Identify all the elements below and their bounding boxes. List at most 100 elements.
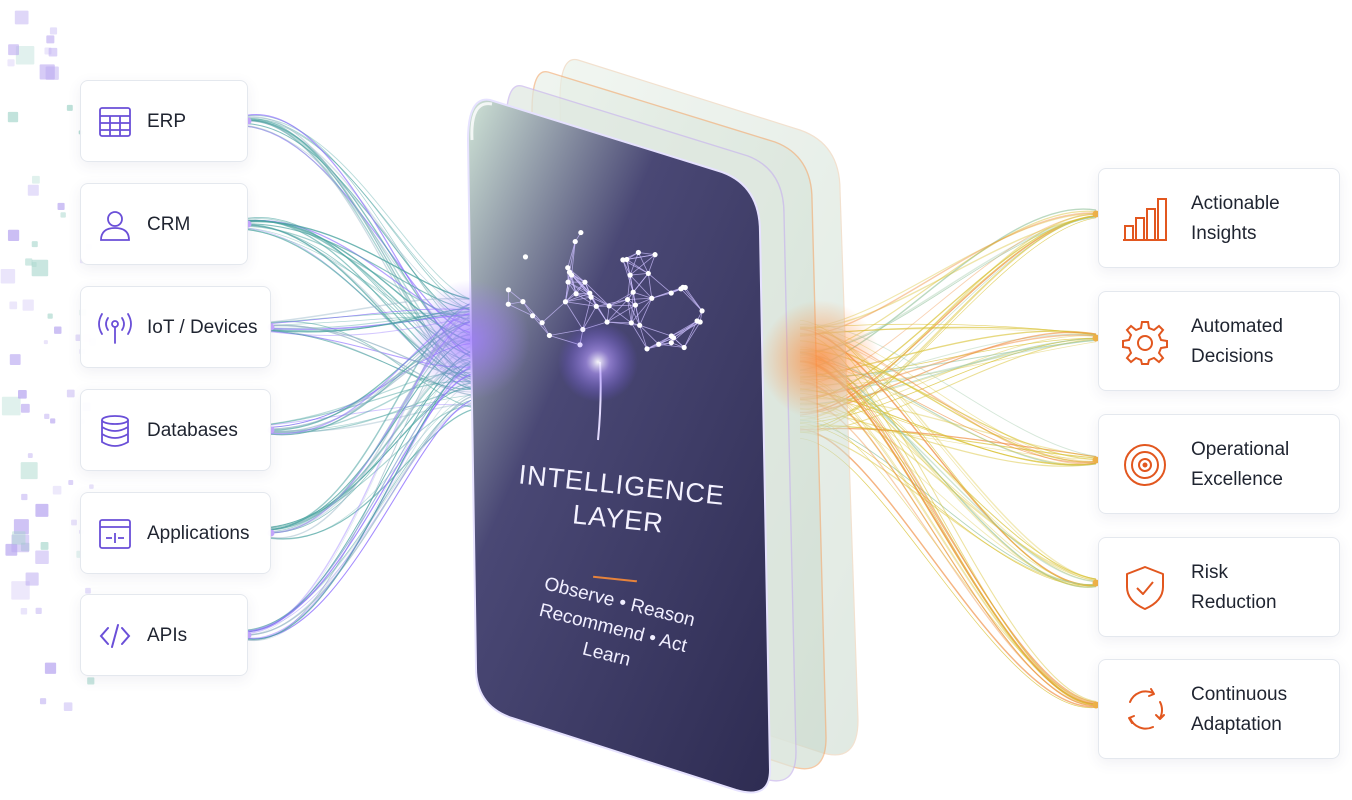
stream-anchor-dot [1092,334,1100,342]
outcome-label-line1: Continuous [1191,684,1288,705]
brain-node [562,299,569,305]
outcome-label-line1: Automated [1191,316,1283,337]
right-entry-glow [760,300,880,420]
source-label-iot-devices: IoT / Devices [147,317,258,338]
brain-link [635,297,652,306]
pixel-cube-field [0,10,97,712]
cycle-icon [1121,686,1169,734]
brain-node [668,340,674,346]
source-card-erp[interactable]: ERP [80,80,248,162]
source-card-apis[interactable]: APIs [80,594,248,676]
outcome-label-line2: Excellence [1191,469,1283,490]
brain-link [630,273,649,276]
outcome-label-automated-decisions: Automated Decisions [1191,312,1283,372]
brain-node [630,289,636,295]
brain-link [609,299,628,307]
brain-link [571,241,576,276]
brain-link [629,254,656,276]
gear-icon [1121,318,1169,366]
brain-link [629,252,639,276]
brain-node [582,279,588,285]
outcome-card-automated-decisions[interactable]: Automated Decisions [1098,291,1340,391]
brain-node [645,270,651,277]
pixel-cube [87,677,95,685]
brain-link [647,254,656,274]
brain-link [683,321,701,348]
pixel-cube [43,340,48,345]
brain-link [622,259,631,276]
outcome-card-actionable-insights[interactable]: Actionable Insights [1098,168,1340,268]
stream-anchor-dot [1092,456,1100,464]
data-stream-line [247,397,481,640]
pixel-cube [21,493,28,501]
outcome-card-operational-excellence[interactable]: Operational Excellence [1098,414,1340,514]
brain-node [520,299,526,305]
brain-node [565,279,571,285]
data-stream-line [270,407,481,540]
pixel-cube [27,184,39,196]
brain-link [565,296,592,303]
table-grid-icon [97,104,133,140]
brain-link [651,286,684,299]
pixel-cube [15,46,35,65]
brain-link [630,298,653,324]
pixel-cube [27,453,33,459]
shield-check-icon [1121,564,1169,612]
brain-link [571,274,577,294]
pixel-cube [60,212,66,218]
brain-node [569,272,575,278]
pixel-cube [14,10,29,25]
source-card-crm[interactable]: CRM [80,183,248,265]
pixel-cube [44,413,50,420]
pixel-cube [89,484,94,489]
source-card-applications[interactable]: Applications [80,492,271,574]
brain-link [508,303,533,317]
brain-link [626,259,649,274]
outcome-label-line1: Actionable [1191,193,1280,214]
outcome-label-continuous-adaptation: Continuous Adaptation [1191,680,1287,740]
brain-node [573,291,579,297]
source-card-iot-devices[interactable]: IoT / Devices [80,286,271,368]
stream-anchor-dot [1092,579,1100,587]
brain-link [532,315,550,336]
brain-link [541,301,566,323]
brain-link [638,252,656,256]
database-icon [97,413,133,449]
brain-link [565,301,597,307]
pixel-cube [13,519,29,535]
outcome-card-continuous-adaptation[interactable]: Continuous Adaptation [1098,659,1340,759]
pixel-cube [57,202,65,211]
brain-link [571,274,591,294]
pixel-cube [47,313,53,319]
pixel-cube [40,541,49,550]
pixel-cube [1,396,21,416]
pixel-cube [32,175,40,184]
data-stream-line [247,380,481,636]
brain-node [546,332,553,339]
brain-link [626,254,656,260]
source-card-databases[interactable]: Databases [80,389,271,471]
brain-node [522,254,529,260]
outcome-label-risk-reduction: Risk Reduction [1191,558,1277,618]
app-window-icon [97,516,133,552]
brain-link [582,297,592,330]
pixel-cube [52,485,62,495]
pixel-cube [71,519,77,526]
brain-link [627,299,632,323]
brain-link [633,291,652,299]
pixel-cube [66,389,75,398]
pixel-cube [7,111,19,123]
brain-node [628,320,634,326]
outcome-card-risk-reduction[interactable]: Risk Reduction [1098,537,1340,637]
source-label-databases: Databases [147,420,238,441]
source-label-crm: CRM [147,214,191,235]
pixel-cube [11,534,30,553]
brain-network-icon [505,229,705,441]
brain-node [624,256,630,263]
brain-link [565,274,573,302]
brain-link [627,299,641,326]
pixel-cube [85,587,91,594]
brain-link [648,273,672,294]
brain-node [505,301,511,307]
brain-link [639,298,653,326]
